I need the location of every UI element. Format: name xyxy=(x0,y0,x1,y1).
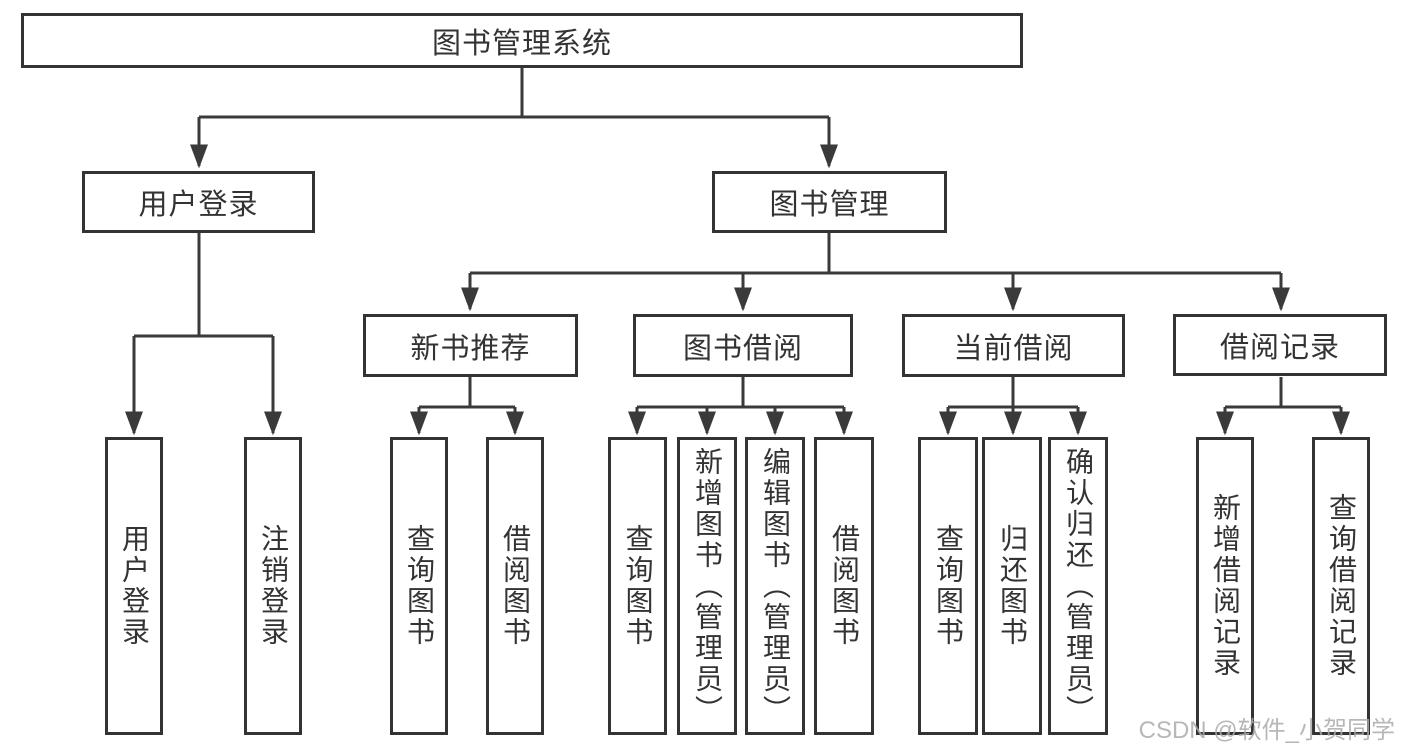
node-leaf-query-books: 查询图书 xyxy=(918,437,978,735)
node-label: 借阅记录 xyxy=(1219,332,1340,364)
node-user-login: 用户登录 xyxy=(82,171,315,233)
node-label: 归还图书 xyxy=(997,524,1028,648)
node-leaf-borrow-books: 借阅图书 xyxy=(814,437,874,735)
node-label: 用户登录 xyxy=(138,189,259,221)
node-label: 当前借阅 xyxy=(953,332,1074,365)
node-leaf-add-books-admin: 新增图书（管理员） xyxy=(677,437,737,735)
node-book-management: 图书管理 xyxy=(712,171,947,233)
node-leaf-query-books: 查询图书 xyxy=(390,437,448,735)
node-leaf-confirm-return-admin: 确认归还（管理员） xyxy=(1048,437,1108,735)
node-leaf-query-borrow-record: 查询借阅记录 xyxy=(1312,437,1370,735)
node-label: 图书管理 xyxy=(769,189,890,221)
node-leaf-query-books: 查询图书 xyxy=(608,437,667,735)
node-label: 用户登录 xyxy=(119,524,150,648)
connector-trunks xyxy=(134,68,1341,409)
node-library-management-system: 图书管理系统 xyxy=(21,13,1023,68)
node-label: 编辑图书（管理员） xyxy=(760,446,791,726)
node-label: 新增图书（管理员） xyxy=(692,446,723,726)
node-label: 借阅图书 xyxy=(500,524,531,648)
node-leaf-borrow-books: 借阅图书 xyxy=(486,437,544,735)
node-label: 图书借阅 xyxy=(682,332,803,365)
node-label: 图书管理系统 xyxy=(431,27,612,60)
node-label: 确认归还（管理员） xyxy=(1063,446,1094,726)
node-label: 新增借阅记录 xyxy=(1210,493,1241,679)
node-label: 查询借阅记录 xyxy=(1326,493,1357,679)
node-label: 查询图书 xyxy=(404,524,435,648)
node-label: 借阅图书 xyxy=(829,524,860,648)
node-current-borrow: 当前借阅 xyxy=(902,314,1125,377)
node-book-borrow: 图书借阅 xyxy=(633,314,853,377)
node-borrow-records: 借阅记录 xyxy=(1173,314,1387,376)
node-label: 查询图书 xyxy=(933,524,964,648)
node-leaf-user-login: 用户登录 xyxy=(105,437,163,735)
node-label: 新书推荐 xyxy=(410,332,531,365)
node-leaf-edit-books-admin: 编辑图书（管理员） xyxy=(745,437,805,735)
node-leaf-logout: 注销登录 xyxy=(244,437,302,735)
node-new-book-recommend: 新书推荐 xyxy=(363,314,578,377)
node-leaf-add-borrow-record: 新增借阅记录 xyxy=(1196,437,1254,735)
node-leaf-return-books: 归还图书 xyxy=(982,437,1042,735)
csdn-watermark: CSDN @软件_小贺同学 xyxy=(1138,717,1395,744)
node-label: 注销登录 xyxy=(258,524,289,648)
node-label: 查询图书 xyxy=(622,524,654,648)
